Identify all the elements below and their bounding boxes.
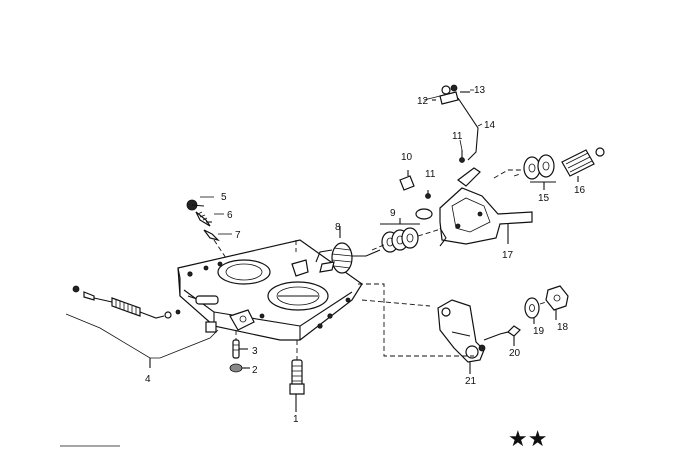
callout-14: 14 — [484, 120, 496, 131]
screw-spring-pin-group — [186, 199, 227, 259]
throttle-lever-assembly — [399, 150, 533, 247]
callout-9: 9 — [390, 208, 396, 219]
callout-7: 7 — [235, 230, 241, 241]
callout-5: 5 — [221, 192, 227, 203]
callout-10: 10 — [401, 152, 413, 163]
sleeve-and-washers — [513, 147, 605, 190]
callout-15: 15 — [538, 193, 550, 204]
leader-lines — [200, 89, 483, 235]
callout-12: 12 — [417, 96, 429, 107]
bracket-assembly — [437, 285, 569, 374]
callout-2: 2 — [252, 365, 258, 376]
callout-1: 1 — [293, 414, 299, 425]
callout-20: 20 — [509, 348, 521, 359]
footer-star-mark: ★★ — [508, 427, 547, 452]
throttle-body — [177, 239, 363, 341]
callout-3: 3 — [252, 346, 258, 357]
callout-21: 21 — [465, 376, 477, 387]
callout-4: 4 — [145, 374, 151, 385]
bottom-fasteners — [229, 330, 305, 412]
callout-11-lower: 11 — [425, 169, 436, 180]
callout-17: 17 — [502, 250, 514, 261]
callout-8: 8 — [335, 222, 341, 233]
callout-18: 18 — [557, 322, 569, 333]
callout-16: 16 — [574, 185, 586, 196]
callout-19: 19 — [533, 326, 545, 337]
assembly-guide-lines — [295, 169, 522, 357]
callout-6: 6 — [227, 210, 233, 221]
callout-11-upper: 11 — [452, 131, 463, 142]
washer-stack — [380, 218, 445, 253]
callout-13: 13 — [474, 85, 486, 96]
return-spring — [315, 226, 381, 274]
throttle-cable — [65, 285, 219, 368]
callout-labels: 1 2 3 4 5 6 7 8 9 10 11 11 12 13 14 15 1… — [145, 85, 586, 425]
linkage-rod — [432, 84, 479, 161]
